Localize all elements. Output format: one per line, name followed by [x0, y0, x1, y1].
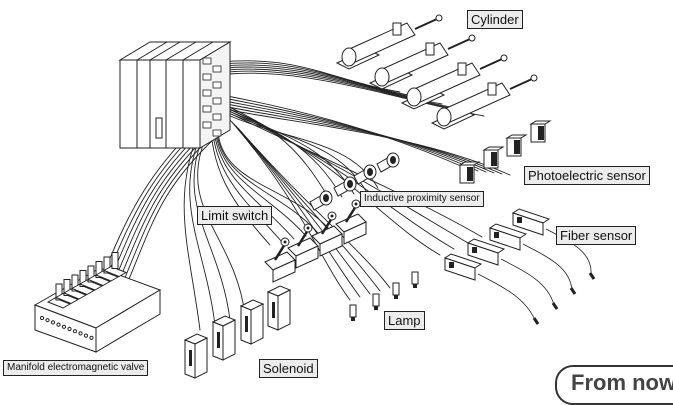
wiring-diagram: Cylinder Photoelectric sensor Inductive … [0, 0, 673, 387]
from-now-banner: From now [555, 365, 673, 405]
fiber-sensor-label: Fiber sensor [556, 226, 636, 245]
wiring-illustration [0, 0, 673, 387]
manifold-valve-label: Manifold electromagnetic valve [3, 360, 148, 376]
cylinders [337, 15, 537, 129]
cylinder-label: Cylinder [467, 10, 523, 29]
from-now-text: From now [571, 370, 673, 396]
limit-switch-label: Limit switch [197, 206, 272, 225]
photoelectric-sensor-label: Photoelectric sensor [524, 166, 650, 185]
limit-switches [265, 200, 366, 282]
lamp-label: Lamp [384, 311, 425, 330]
solenoid-label: Solenoid [259, 359, 318, 378]
manifold-valve [35, 253, 160, 353]
inductive-proximity-sensor-label: Inductive proximity sensor [360, 191, 484, 207]
